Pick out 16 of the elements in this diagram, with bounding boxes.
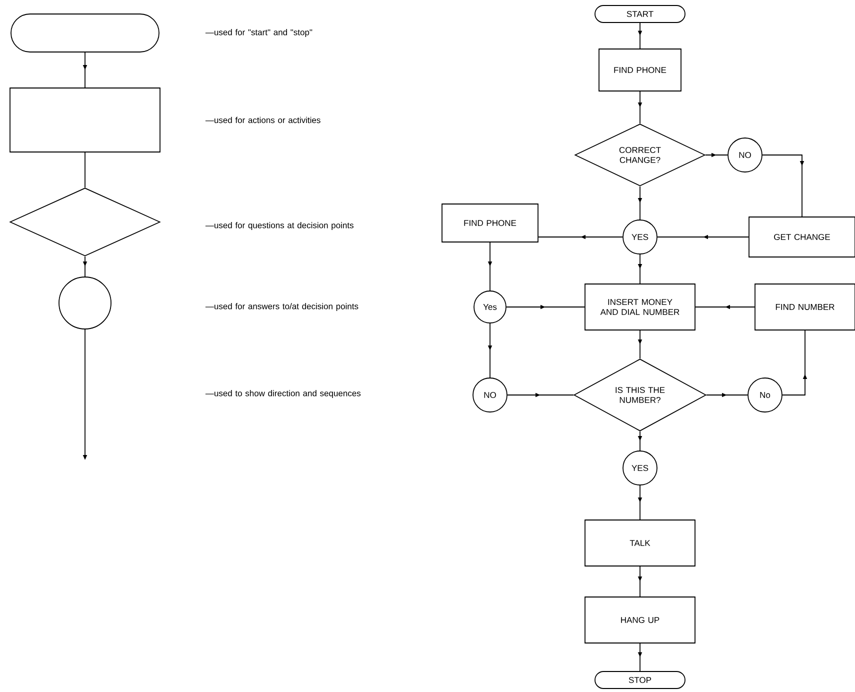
answer-circle xyxy=(58,276,112,330)
process-box: INSERT MONEY AND DIAL NUMBER xyxy=(584,284,696,330)
process-box: FIND PHONE xyxy=(442,204,538,242)
process-box xyxy=(10,88,160,152)
process-box: FIND PHONE xyxy=(598,48,682,92)
description-text: —used to show direction and sequences xyxy=(205,390,361,398)
description-text: —used for actions or activities xyxy=(205,116,320,124)
process-box: HANG UP xyxy=(584,596,696,644)
terminal-shape xyxy=(10,14,160,52)
description-text: —used for "start" and "stop" xyxy=(205,29,312,37)
process-box: FIND NUMBER xyxy=(754,284,855,330)
description-text: —used for questions at decision points xyxy=(205,222,354,230)
description-text: —used for answers to/at decision points xyxy=(205,303,358,311)
process-box: TALK xyxy=(584,520,696,566)
arrow xyxy=(762,154,804,217)
process-box: GET CHANGE xyxy=(748,216,855,258)
